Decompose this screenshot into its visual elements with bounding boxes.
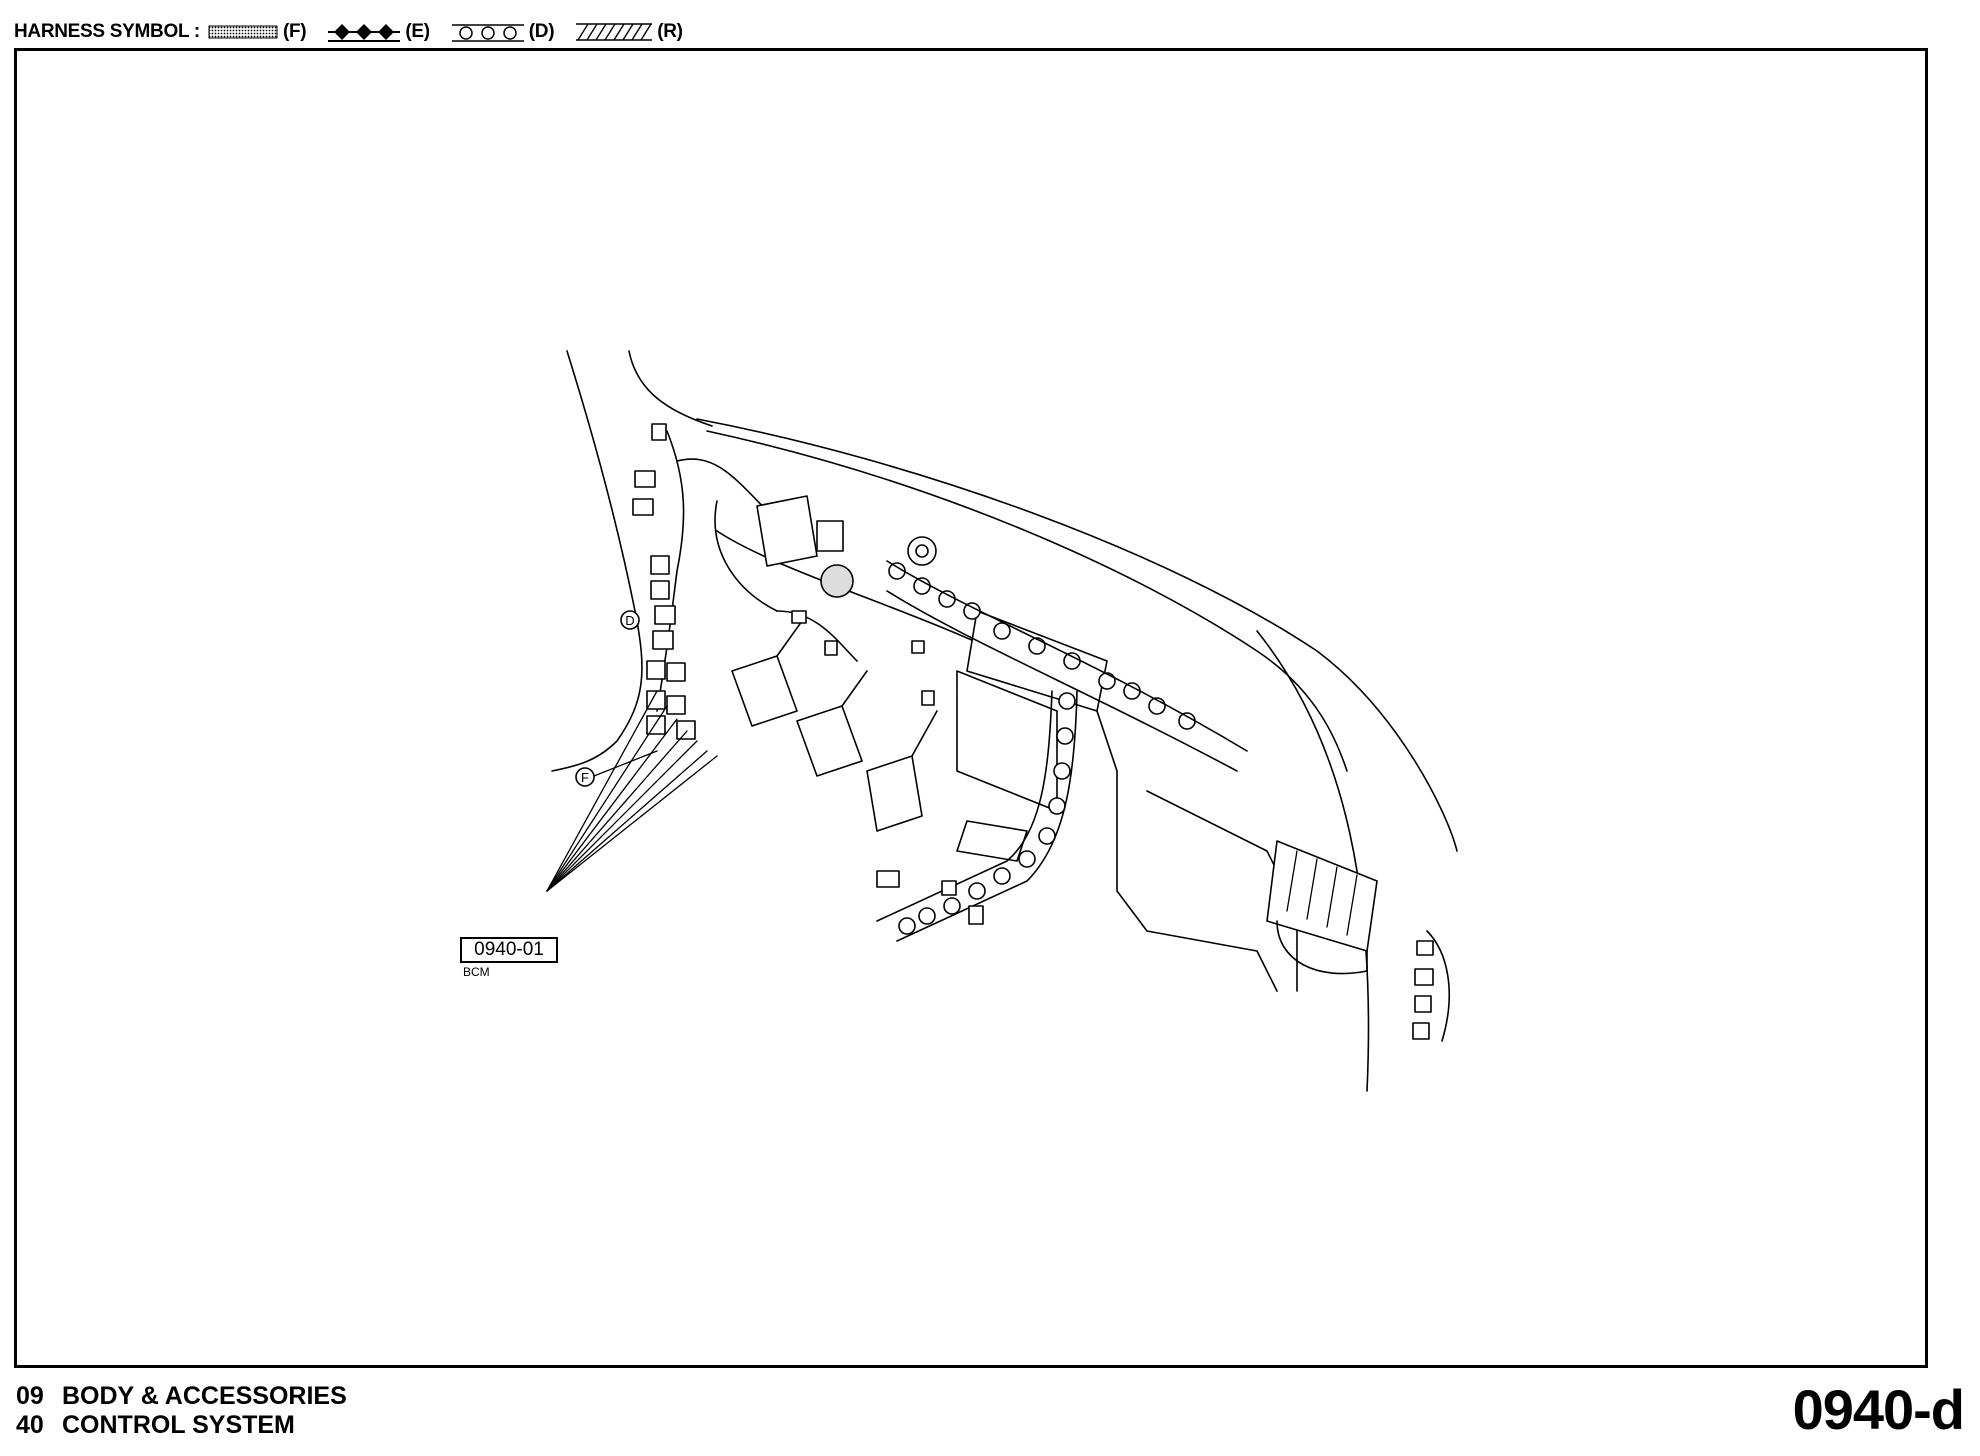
dash-top-edge [706, 430, 1348, 772]
harness-marker-f-circle [575, 767, 595, 787]
lower-module [956, 820, 1028, 862]
legend-item-d: (D) [451, 21, 555, 43]
legend-code-r: (R) [657, 21, 683, 42]
section-footer: 09 BODY & ACCESSORIES 40 CONTROL SYSTEM [16, 1382, 347, 1440]
pedal-3 [866, 755, 923, 832]
right-connectors [1412, 940, 1434, 1040]
a-pillar-inner [628, 350, 713, 427]
diamond-chain-icon [328, 24, 401, 42]
bcm-callout-label: BCM [463, 965, 490, 979]
harness-marker-d-text: D [625, 613, 634, 628]
diagram-frame: D F [14, 48, 1928, 1368]
hvac-vent [1266, 840, 1378, 952]
harness-marker-d-circle [620, 610, 640, 630]
legend-item-r: (R) [576, 21, 683, 43]
harness-marker-f-text: F [581, 770, 589, 785]
pedal-2 [796, 705, 863, 777]
legend-code-d: (D) [528, 21, 555, 42]
harness-symbol-legend: HARNESS SYMBOL : (F) (E) [14, 12, 705, 52]
a-pillar-outer [551, 350, 643, 772]
circle-chain-harness [888, 562, 1196, 935]
section-row: 40 CONTROL SYSTEM [16, 1411, 347, 1440]
misc-connectors [791, 610, 984, 925]
dotted-fill-bar-icon [208, 25, 278, 39]
upper-module [756, 495, 818, 567]
pedal-1 [731, 655, 798, 727]
left-connectors [632, 423, 696, 740]
section-row: 09 BODY & ACCESSORIES [16, 1382, 347, 1411]
bcm-leader-lines [546, 690, 718, 892]
section-number: 09 [16, 1382, 44, 1410]
dash-right-curve [1256, 630, 1370, 1092]
section-label: CONTROL SYSTEM [62, 1411, 295, 1439]
circle-chain-icon [451, 24, 524, 42]
section-label: BODY & ACCESSORIES [62, 1382, 347, 1410]
section-number: 40 [16, 1411, 44, 1439]
dashboard-harness-diagram: D F [546, 350, 1458, 1092]
windshield-edge [696, 418, 1458, 852]
legend-title: HARNESS SYMBOL : [14, 21, 200, 42]
speaker-grille [820, 564, 854, 598]
page-code: 0940-d [1792, 1378, 1965, 1441]
legend-code-f: (F) [282, 21, 307, 42]
legend-item-e: (E) [328, 21, 430, 43]
left-harness [656, 430, 685, 712]
legend-code-e: (E) [405, 21, 430, 42]
hatched-bar-icon [576, 23, 653, 41]
bcm-callout-code: 0940-01 [460, 937, 558, 963]
legend-item-f: (F) [208, 21, 307, 43]
